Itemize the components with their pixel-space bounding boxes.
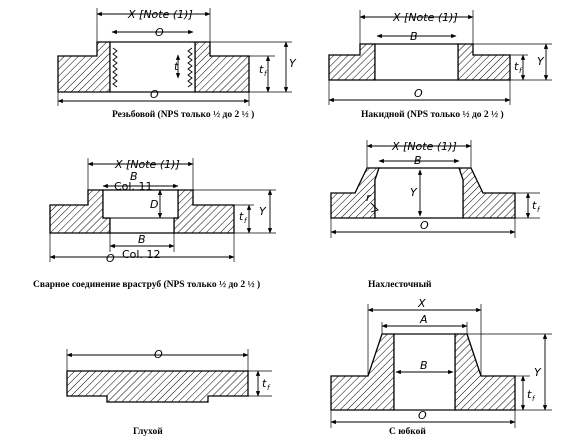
weld-neck-flange-drawing: X A B t f Y O	[330, 297, 552, 428]
lap-tf-label: t	[532, 199, 537, 212]
wn-o-label: O	[418, 409, 427, 422]
caption-slip-on: Накидной (NPS только ½ до 2 ½ )	[361, 110, 504, 120]
socket-weld-flange-drawing: X [Note (1)] B Col. 11 D B Col. 12 t f Y…	[49, 158, 276, 265]
socket-tf-label: t	[239, 210, 244, 223]
slip-on-tf-label: t	[514, 60, 519, 73]
slip-on-tf-sub: f	[519, 67, 523, 75]
lap-r-label: r	[366, 191, 372, 204]
slip-on-y-label: Y	[537, 55, 545, 68]
caption-weld-neck: С юбкой	[389, 427, 426, 437]
caption-blind: Глухой	[133, 427, 163, 437]
wn-tf-sub: f	[532, 395, 536, 403]
socket-b-bottom-label: B	[138, 233, 146, 246]
lap-b-label: B	[414, 154, 422, 167]
wn-x-label: X	[417, 297, 426, 310]
threaded-t-label: t	[174, 60, 179, 73]
slip-on-o-label: O	[414, 87, 423, 100]
caption-lap-joint: Нахлесточный	[368, 280, 432, 290]
wn-a-label: A	[419, 313, 428, 326]
caption-socket-weld: Сварное соединение враструб (NPS только …	[33, 280, 261, 290]
wn-y-label: Y	[534, 366, 542, 379]
blind-o-label: O	[154, 348, 163, 361]
blind-tf-label: t	[262, 377, 267, 390]
socket-d-label: D	[150, 198, 158, 211]
lap-o-label: O	[420, 219, 429, 232]
threaded-tf-sub: f	[264, 70, 268, 78]
slip-on-x-label: X [Note (1)]	[392, 11, 458, 24]
threaded-tf-label: t	[259, 63, 264, 76]
threaded-o-label: O	[150, 88, 159, 101]
threaded-inner-o-label: O	[155, 26, 164, 39]
threaded-x-label: X [Note (1)]	[127, 8, 193, 21]
socket-x-label: X [Note (1)]	[114, 158, 180, 171]
threaded-y-label: Y	[289, 57, 297, 70]
socket-tf-sub: f	[244, 217, 248, 225]
socket-b-top-label: B	[130, 170, 138, 183]
socket-col11-label: Col. 11	[114, 180, 152, 193]
wn-tf-label: t	[527, 388, 532, 401]
caption-threaded: Резьбовой (NPS только ½ до 2 ½ )	[112, 110, 255, 120]
lap-tf-sub: f	[537, 206, 541, 214]
lap-x-label: X [Note (1)]	[391, 140, 457, 153]
lap-y-label: Y	[410, 186, 418, 199]
socket-col12-label: Col. 12	[122, 248, 160, 261]
socket-o-label: O	[106, 252, 115, 265]
wn-b-label: B	[420, 359, 428, 372]
threaded-flange-drawing: X [Note (1)] O t t f Y O	[57, 8, 297, 106]
blind-tf-sub: f	[267, 384, 271, 392]
socket-y-label: Y	[259, 205, 267, 218]
slip-on-b-label: B	[410, 30, 418, 43]
lap-joint-flange-drawing: r X [Note (1)] B Y t f O	[330, 140, 541, 238]
blind-flange-drawing: O t f	[66, 348, 272, 403]
slip-on-flange-drawing: X [Note (1)] B t f Y O	[328, 10, 552, 105]
